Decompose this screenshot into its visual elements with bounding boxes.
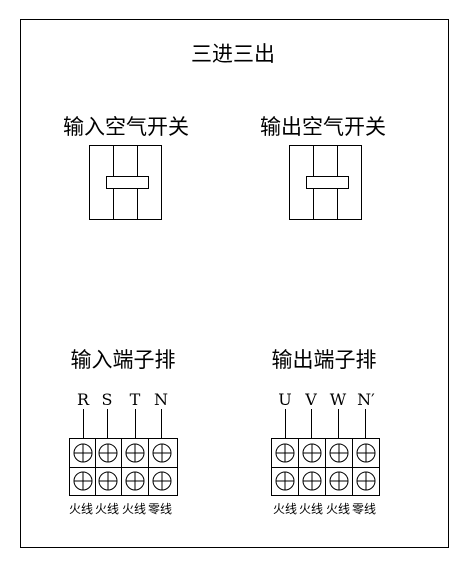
wire-label: 火线 [122, 502, 146, 516]
wire-label: 火线 [326, 502, 350, 516]
terminal-letter: N [154, 390, 168, 409]
terminal-letter: V [304, 390, 317, 409]
output-terminal-block-label: 输出端子排 [272, 348, 377, 372]
diagram-frame [20, 19, 449, 548]
terminal-letter: U [278, 390, 291, 409]
terminal-letter: S [102, 390, 113, 409]
terminal-letter: T [130, 390, 141, 409]
output-terminal-block [271, 438, 380, 496]
input-terminal-block-label: 输入端子排 [71, 348, 176, 372]
output-switch-handle [306, 176, 349, 189]
wire-label: 火线 [95, 502, 119, 516]
wire-label: 零线 [352, 502, 376, 516]
input-switch-handle [106, 176, 149, 189]
input-breaker-label: 输入空气开关 [63, 115, 189, 139]
wire-label: 火线 [69, 502, 93, 516]
input-lead-wires [83, 409, 162, 438]
terminal-letter: W [330, 390, 347, 409]
output-breaker-label: 输出空气开关 [260, 115, 386, 139]
terminal-screw-icon [73, 443, 172, 491]
wire-label: 零线 [148, 502, 172, 516]
output-lead-wires [285, 409, 366, 438]
diagram-title: 三进三出 [191, 42, 275, 66]
input-terminal-block [69, 438, 178, 496]
input-air-switch [89, 145, 162, 220]
wire-label: 火线 [273, 502, 297, 516]
output-air-switch [289, 145, 362, 220]
wire-label: 火线 [299, 502, 323, 516]
terminal-letter: N′ [357, 390, 375, 409]
terminal-letter: R [77, 390, 90, 409]
terminal-screw-icon [275, 443, 376, 491]
